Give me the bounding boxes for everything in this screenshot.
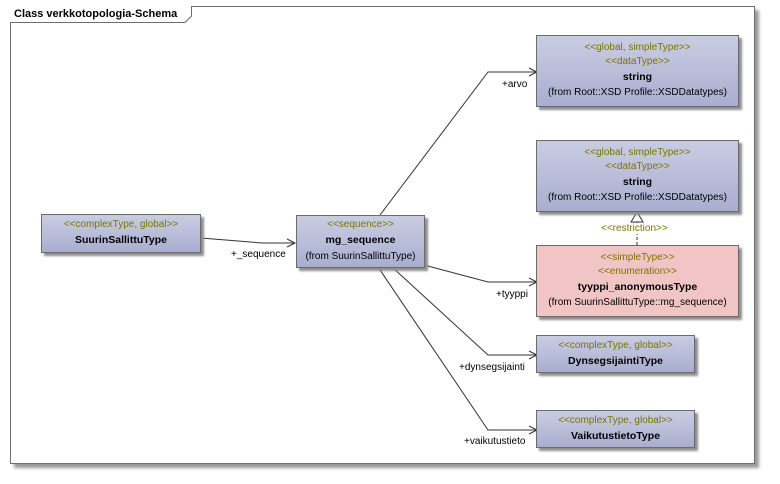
class-origin: (from SuurinSallittuType) (305, 250, 416, 262)
class-origin: (from SuurinSallittuType::mg_sequence) (548, 297, 727, 309)
stereotype-label: <<enumeration>> (598, 265, 677, 277)
class-name: string (622, 70, 653, 83)
class-origin: (from Root::XSD Profile::XSDDatatypes) (548, 87, 727, 99)
role-label-dynsegsijainti: +dynsegsijainti (459, 362, 525, 373)
class-suurinsallittutype[interactable]: <<complexType, global>> SuurinSallittuTy… (41, 214, 201, 253)
class-origin: (from Root::XSD Profile::XSDDatatypes) (548, 192, 727, 204)
stereotype-label: <<sequence>> (327, 219, 394, 231)
arrowhead-sequence (286, 238, 297, 248)
role-label-sequence: +_sequence (231, 249, 286, 260)
class-mg-sequence[interactable]: <<sequence>> mg_sequence (from SuurinSal… (296, 215, 425, 268)
connector-tyyppi (423, 264, 536, 283)
class-string-mid[interactable]: <<global, simpleType>> <<dataType>> stri… (536, 140, 739, 212)
class-string-top[interactable]: <<global, simpleType>> <<dataType>> stri… (536, 35, 739, 107)
stereotype-label: <<dataType>> (605, 160, 670, 172)
class-tyyppi-anonymoustype[interactable]: <<simpleType>> <<enumeration>> tyyppi_an… (536, 245, 739, 317)
stereotype-label: <<complexType, global>> (63, 219, 179, 231)
connector-dynsegsijainti (391, 266, 536, 356)
class-name: string (622, 175, 653, 188)
stereotype-label: <<global, simpleType>> (584, 41, 691, 53)
class-vaikutustietotype[interactable]: <<complexType, global>> VaikutustietoTyp… (536, 410, 695, 448)
class-dynsegsijaintitype[interactable]: <<complexType, global>> DynsegsijaintiTy… (536, 335, 695, 373)
connector-sequence (200, 237, 294, 244)
stereotype-label: <<complexType, global>> (558, 339, 673, 351)
class-name: DynsegsijaintiType (568, 354, 663, 367)
connector-arvo (379, 71, 536, 216)
class-name: SuurinSallittuType (75, 234, 167, 247)
role-label-vaikutustieto: +vaikutustieto (464, 436, 526, 447)
role-label-arvo: +arvo (502, 79, 528, 90)
stereotype-label: <<complexType, global>> (558, 414, 673, 426)
stereotype-label: <<simpleType>> (600, 251, 675, 263)
stereotype-label: <<dataType>> (605, 55, 670, 67)
role-label-tyyppi: +tyyppi (496, 289, 528, 300)
restriction-label: <<restriction>> (601, 223, 668, 234)
class-name: tyyppi_anonymousType (577, 280, 698, 293)
diagram-title: Class verkkotopologia-Schema (10, 6, 193, 23)
generalization-arrowhead (630, 211, 644, 223)
stereotype-label: <<global, simpleType>> (584, 146, 691, 158)
connector-vaikutustieto (377, 266, 536, 431)
class-name: VaikutustietoType (570, 429, 661, 442)
class-name: mg_sequence (325, 234, 396, 247)
